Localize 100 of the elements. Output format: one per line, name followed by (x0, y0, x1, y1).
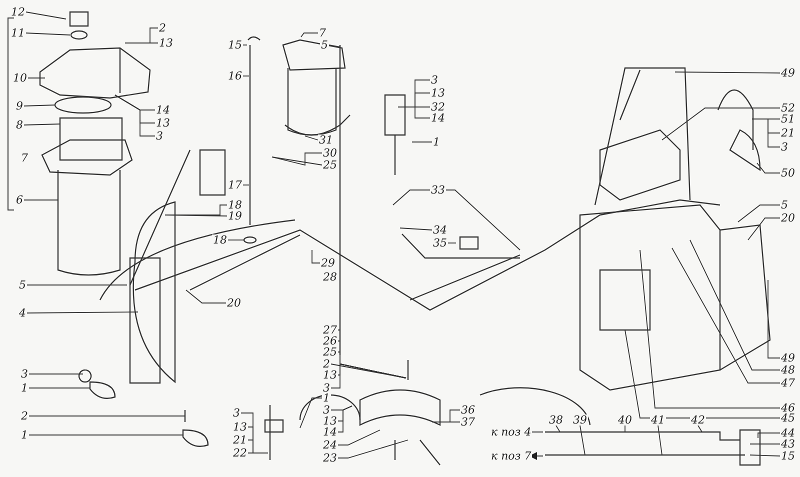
leader-line (186, 290, 226, 304)
callout-number: 5 (320, 40, 329, 50)
callout-number: 27 (322, 324, 338, 336)
leader-line (338, 430, 380, 446)
callout-number: 47 (780, 378, 796, 388)
callout-number: 5 (780, 200, 789, 210)
leader-line (304, 136, 318, 140)
callout-number: 18 (227, 200, 243, 210)
callout-number: 3 (322, 404, 331, 416)
leader-line (674, 72, 780, 74)
callout-number: 14 (322, 426, 338, 438)
leader-line (124, 42, 158, 44)
leader-line (300, 398, 322, 428)
leader-line (768, 280, 780, 358)
callout-number: 30 (322, 148, 338, 158)
callout-number: 1 (20, 382, 29, 394)
callout-number: 15 (780, 450, 796, 462)
leader-line (28, 434, 184, 436)
callout-number: 2 (158, 22, 167, 34)
leader-line (748, 218, 780, 240)
callout-number: 35 (432, 238, 448, 248)
callout-number: 36 (460, 404, 476, 416)
leader-line (248, 452, 268, 454)
leader-line (752, 118, 780, 148)
callout-number: 20 (226, 298, 242, 308)
leader-line (758, 432, 780, 438)
callout-number: 38 (548, 414, 564, 426)
callout-number: 46 (780, 402, 796, 414)
callout-number: 40 (617, 414, 633, 426)
leader-line (658, 425, 662, 456)
callout-number: 14 (430, 112, 446, 124)
callout-number: 3 (322, 382, 331, 394)
callout-number: 29 (320, 258, 336, 268)
leader-line (26, 312, 138, 314)
callout-number: 3 (155, 130, 164, 142)
leader-line (272, 152, 322, 166)
leader-line (26, 32, 70, 36)
callout-number: 2 (20, 410, 29, 422)
leader-line (698, 425, 702, 432)
leader-line (338, 440, 408, 458)
callout-number: 43 (780, 438, 796, 450)
callout-number: 3 (780, 142, 789, 152)
callout-number: 17 (227, 180, 243, 190)
callout-number: 31 (318, 134, 334, 146)
callout-number: 14 (155, 104, 171, 116)
callout-number: 37 (460, 416, 476, 428)
callout-number: 33 (430, 184, 446, 196)
leader-line (26, 284, 128, 286)
callout-number: 1 (322, 392, 331, 404)
leader-line (300, 32, 318, 38)
callout-number: 26 (322, 336, 338, 346)
leader-line (580, 425, 586, 456)
callout-number: 2 (322, 358, 331, 370)
callout-number: 13 (322, 416, 338, 426)
leader-line (446, 190, 520, 250)
callout-number: 4 (18, 308, 27, 318)
callout-number: 23 (322, 452, 338, 464)
leader-line (556, 425, 560, 432)
callout-number: 18 (212, 234, 228, 246)
callout-number: 13 (232, 422, 248, 432)
reference-note: к поз 7 (490, 450, 532, 462)
callout-number: 32 (430, 102, 446, 112)
callout-number: 25 (322, 160, 338, 170)
leader-line (24, 104, 56, 106)
leader-line (242, 184, 250, 186)
callout-number: 50 (780, 168, 796, 178)
callout-number: 20 (780, 212, 796, 224)
reference-note: к поз 4 (490, 426, 532, 438)
leader-line (756, 162, 780, 174)
callout-number: 16 (227, 70, 243, 82)
callout-number: 11 (10, 28, 26, 38)
callout-number: 15 (227, 40, 243, 50)
leader-line (400, 228, 432, 230)
leader-line (24, 124, 60, 126)
leader-line (750, 454, 780, 456)
callout-number: 21 (232, 434, 248, 446)
callout-number: 44 (780, 428, 796, 438)
leader-line (328, 44, 340, 48)
leader-line (272, 156, 322, 166)
callout-number: 13 (322, 370, 338, 380)
callout-number: 42 (690, 414, 706, 426)
leader-line (330, 363, 406, 388)
leader-line (26, 12, 66, 20)
leader-line (312, 250, 320, 264)
callout-number: 39 (572, 414, 588, 426)
callout-number: 7 (318, 28, 327, 38)
leader-line (338, 406, 352, 432)
callout-number: 24 (322, 440, 338, 450)
leader-line (624, 330, 780, 418)
callout-number: 13 (430, 88, 446, 98)
callout-number: 13 (158, 38, 174, 48)
callout-number: 34 (432, 224, 448, 236)
callout-number: 51 (780, 114, 796, 124)
callout-number: 21 (780, 128, 796, 138)
callout-number: 28 (322, 272, 338, 282)
callout-number: 13 (155, 118, 171, 128)
leader-line (690, 240, 780, 370)
leader-line (624, 425, 626, 432)
leader-line (738, 204, 780, 222)
leader-line (640, 250, 780, 408)
